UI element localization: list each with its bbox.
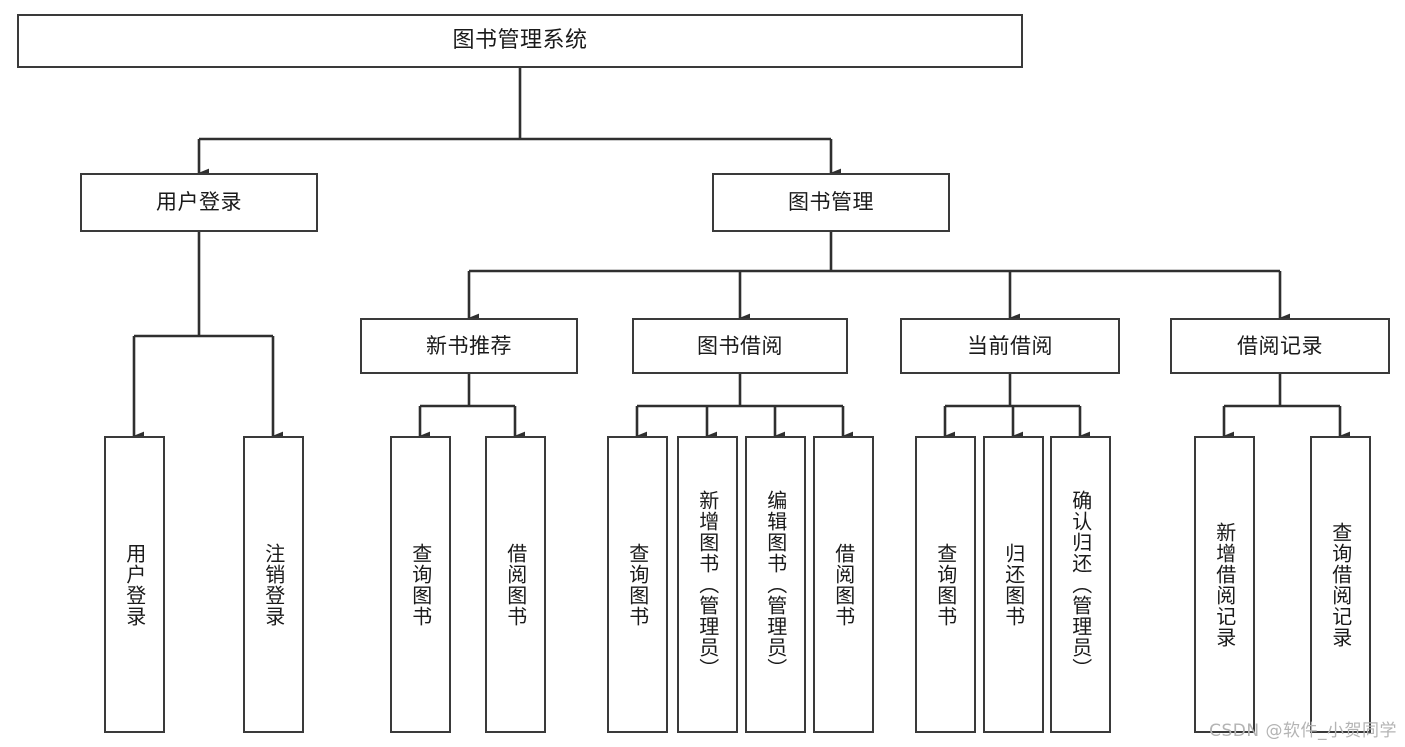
node-leaf-confirm-return[interactable]: 确认归还（管理员） <box>1050 436 1111 733</box>
node-leaf-add-book-label: 新增图书（管理员） <box>695 490 720 679</box>
node-new-book-recommend[interactable]: 新书推荐 <box>360 318 578 374</box>
node-leaf-return-book[interactable]: 归还图书 <box>983 436 1044 733</box>
node-leaf-borrow-book-2[interactable]: 借阅图书 <box>813 436 874 733</box>
node-book-management[interactable]: 图书管理 <box>712 173 950 232</box>
node-leaf-return-book-label: 归还图书 <box>1001 542 1026 627</box>
node-book-management-label: 图书管理 <box>788 190 874 215</box>
node-new-book-recommend-label: 新书推荐 <box>426 333 512 358</box>
node-leaf-user-login-label: 用户登录 <box>122 542 147 627</box>
node-leaf-query-book-2[interactable]: 查询图书 <box>607 436 668 733</box>
node-borrow-record[interactable]: 借阅记录 <box>1170 318 1390 374</box>
node-leaf-query-book-1-label: 查询图书 <box>408 542 433 627</box>
node-leaf-query-record[interactable]: 查询借阅记录 <box>1310 436 1371 733</box>
node-leaf-add-record[interactable]: 新增借阅记录 <box>1194 436 1255 733</box>
node-current-borrow-label: 当前借阅 <box>967 333 1053 358</box>
node-leaf-user-logout-label: 注销登录 <box>261 542 286 627</box>
node-leaf-edit-book[interactable]: 编辑图书（管理员） <box>745 436 806 733</box>
watermark-text: CSDN @软件_小贺同学 <box>1209 721 1397 741</box>
node-book-borrow[interactable]: 图书借阅 <box>632 318 848 374</box>
node-leaf-add-book[interactable]: 新增图书（管理员） <box>677 436 738 733</box>
node-leaf-user-login[interactable]: 用户登录 <box>104 436 165 733</box>
node-user-login[interactable]: 用户登录 <box>80 173 318 232</box>
node-leaf-query-book-3-label: 查询图书 <box>933 542 958 627</box>
node-leaf-query-book-2-label: 查询图书 <box>625 542 650 627</box>
node-root-label: 图书管理系统 <box>452 28 588 54</box>
node-leaf-confirm-return-label: 确认归还（管理员） <box>1068 490 1093 679</box>
node-leaf-edit-book-label: 编辑图书（管理员） <box>763 490 788 679</box>
node-leaf-query-book-1[interactable]: 查询图书 <box>390 436 451 733</box>
node-leaf-borrow-book-2-label: 借阅图书 <box>831 542 856 627</box>
node-leaf-borrow-book-1-label: 借阅图书 <box>503 542 528 627</box>
node-leaf-add-record-label: 新增借阅记录 <box>1212 521 1237 648</box>
node-current-borrow[interactable]: 当前借阅 <box>900 318 1120 374</box>
node-user-login-label: 用户登录 <box>156 190 242 215</box>
node-root[interactable]: 图书管理系统 <box>17 14 1023 68</box>
node-leaf-borrow-book-1[interactable]: 借阅图书 <box>485 436 546 733</box>
node-book-borrow-label: 图书借阅 <box>697 333 783 358</box>
node-leaf-query-book-3[interactable]: 查询图书 <box>915 436 976 733</box>
node-leaf-user-logout[interactable]: 注销登录 <box>243 436 304 733</box>
node-borrow-record-label: 借阅记录 <box>1237 333 1323 358</box>
node-leaf-query-record-label: 查询借阅记录 <box>1328 521 1353 648</box>
